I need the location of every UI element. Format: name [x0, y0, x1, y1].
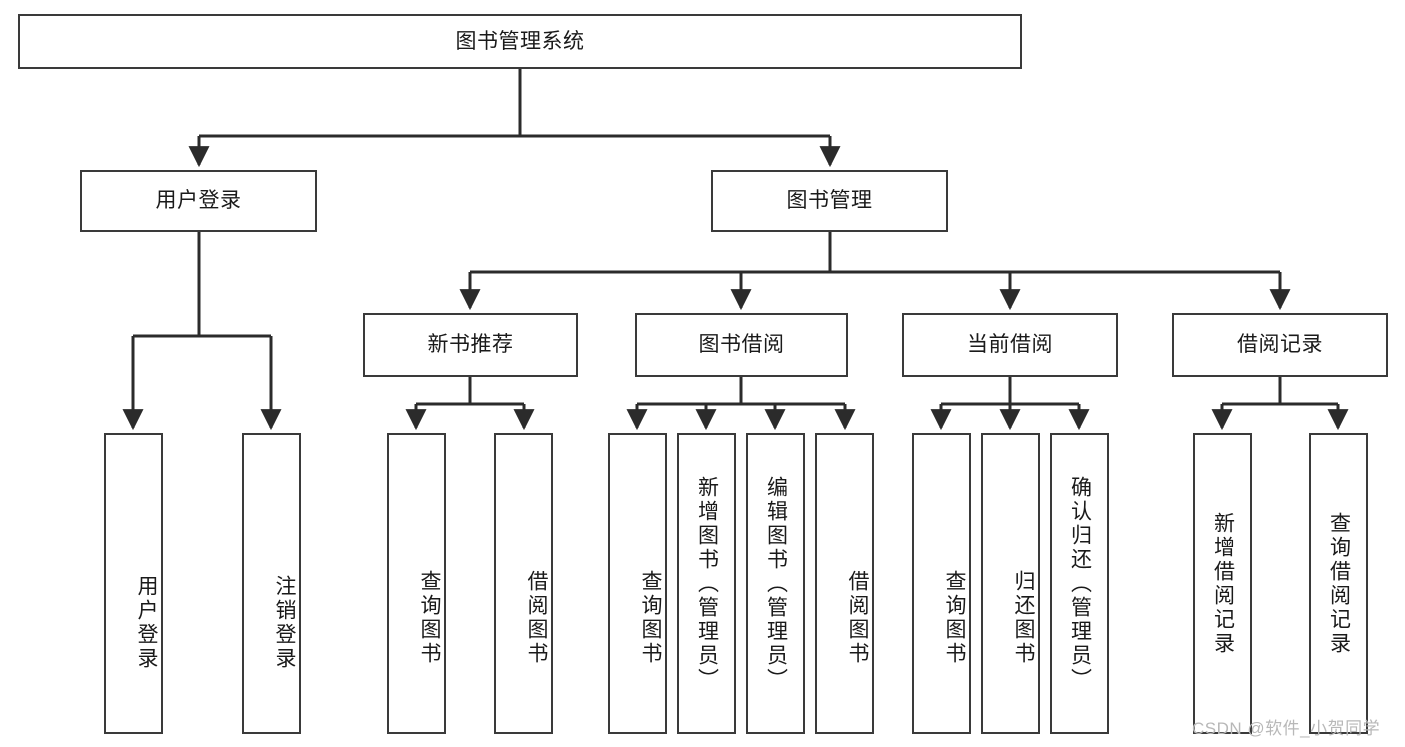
node-current-borrow[interactable]: 当前借阅 — [902, 313, 1118, 377]
node-label: 归还图书 — [1012, 569, 1035, 666]
leaf-borrow-edit-book-admin[interactable]: 编辑图书（管理员） — [746, 433, 805, 734]
node-label: 借阅图书 — [846, 569, 869, 666]
node-label: 查询借阅记录 — [1327, 511, 1351, 656]
node-label: 编辑图书（管理员） — [764, 475, 788, 692]
node-label: 确认归还（管理员） — [1068, 475, 1092, 692]
node-label: 用户登录 — [155, 189, 242, 213]
leaf-borrow-query-book[interactable]: 查询图书 — [608, 433, 667, 734]
node-book-borrow[interactable]: 图书借阅 — [635, 313, 848, 377]
leaf-record-add-record[interactable]: 新增借阅记录 — [1193, 433, 1252, 734]
node-label: 用户登录 — [135, 574, 158, 671]
node-label: 新增借阅记录 — [1211, 511, 1235, 656]
node-borrow-record[interactable]: 借阅记录 — [1172, 313, 1388, 377]
node-label: 注销登录 — [273, 574, 296, 671]
node-label: 查询图书 — [418, 569, 441, 666]
node-label: 借阅记录 — [1237, 333, 1323, 357]
leaf-current-return-book[interactable]: 归还图书 — [981, 433, 1040, 734]
node-label: 查询图书 — [943, 569, 966, 666]
node-root-system[interactable]: 图书管理系统 — [18, 14, 1022, 69]
leaf-current-query-book[interactable]: 查询图书 — [912, 433, 971, 734]
leaf-current-confirm-return-admin[interactable]: 确认归还（管理员） — [1050, 433, 1109, 734]
node-new-book-recommend[interactable]: 新书推荐 — [363, 313, 578, 377]
node-label: 图书管理系统 — [455, 29, 585, 53]
leaf-new-book-query[interactable]: 查询图书 — [387, 433, 446, 734]
node-label: 图书借阅 — [698, 333, 785, 357]
leaf-user-login-login[interactable]: 用户登录 — [104, 433, 163, 734]
leaf-new-book-borrow[interactable]: 借阅图书 — [494, 433, 553, 734]
node-label: 查询图书 — [639, 569, 662, 666]
node-label: 新增图书（管理员） — [695, 475, 719, 692]
leaf-user-login-logout[interactable]: 注销登录 — [242, 433, 301, 734]
leaf-record-query-record[interactable]: 查询借阅记录 — [1309, 433, 1368, 734]
node-user-login[interactable]: 用户登录 — [80, 170, 317, 232]
node-label: 图书管理 — [786, 189, 873, 213]
node-label: 新书推荐 — [427, 333, 514, 357]
node-book-management[interactable]: 图书管理 — [711, 170, 948, 232]
node-label: 借阅图书 — [525, 569, 548, 666]
node-label: 当前借阅 — [967, 333, 1053, 357]
leaf-borrow-borrow-book[interactable]: 借阅图书 — [815, 433, 874, 734]
leaf-borrow-add-book-admin[interactable]: 新增图书（管理员） — [677, 433, 736, 734]
